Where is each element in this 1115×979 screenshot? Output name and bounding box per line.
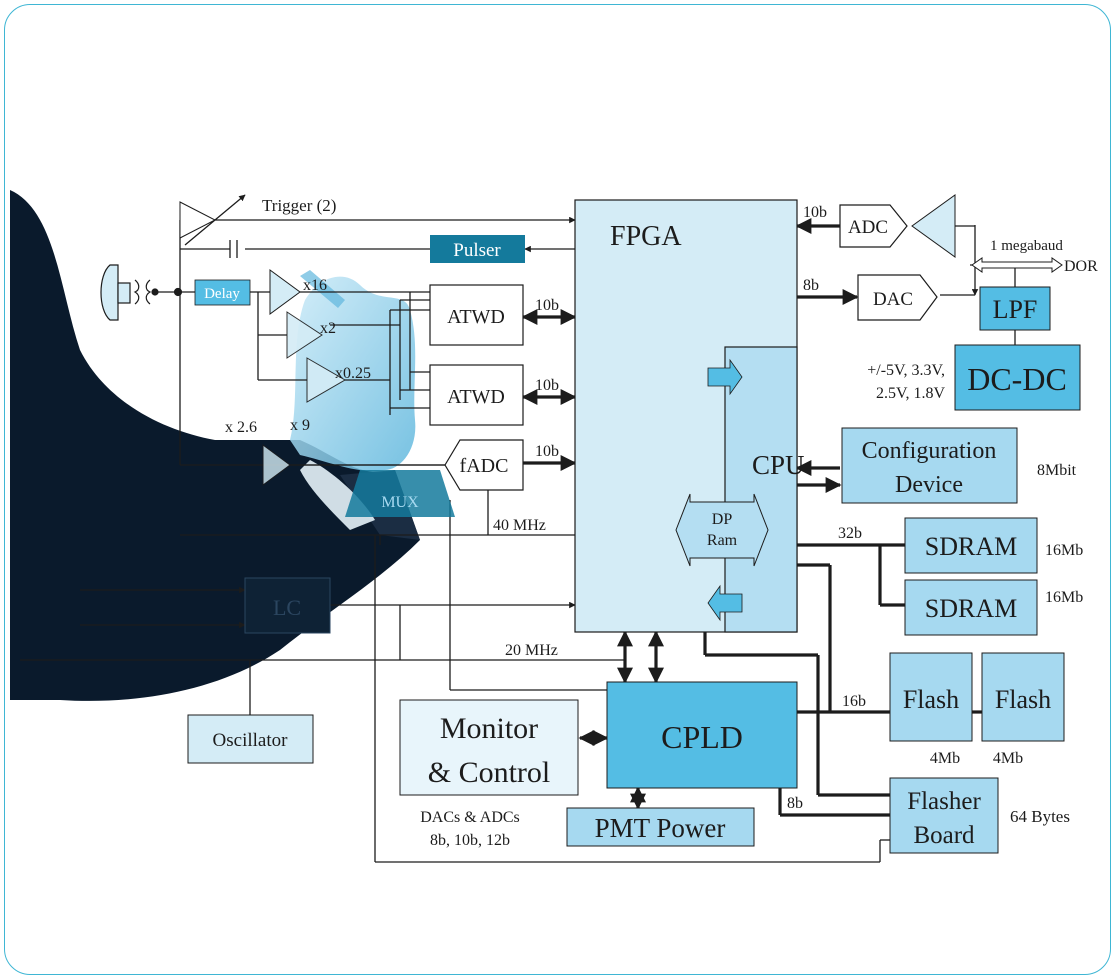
flasher-size-label: 64 Bytes	[1010, 807, 1070, 826]
bus-flash-label: 16b	[842, 693, 866, 710]
pulser-block	[430, 235, 525, 263]
atwd-1-label: ATWD	[447, 306, 505, 328]
sdram-size-2: 16Mb	[1045, 589, 1083, 606]
atwd-1-block	[429, 284, 524, 346]
lc-block	[244, 577, 331, 634]
dor-arrow	[971, 257, 1063, 273]
fpga-label: FPGA	[610, 221, 682, 252]
dacs-adcs-label-2: 8b, 10b, 12b	[430, 832, 510, 849]
sdram-size-1: 16Mb	[1045, 542, 1083, 559]
flasher-label-1: Flasher	[907, 788, 981, 815]
dcdc-label: DC-DC	[967, 361, 1067, 397]
dac-block	[857, 274, 938, 321]
person-illustration	[10, 190, 420, 701]
dp-ram-label-1: DP	[712, 511, 733, 528]
trigger-label: Trigger (2)	[262, 196, 336, 215]
flash-1-block	[889, 652, 973, 742]
dacs-adcs-label-1: DACs & ADCs	[420, 809, 520, 826]
clk-20-label: 20 MHz	[505, 642, 558, 659]
amp-x025	[306, 357, 346, 403]
flash-size-1: 4Mb	[930, 750, 960, 767]
pmt-icon	[100, 264, 183, 321]
amp-x2	[286, 311, 323, 359]
cpld-label: CPLD	[661, 719, 743, 755]
clk-40-label: 40 MHz	[493, 517, 546, 534]
dp-ram-block	[675, 493, 769, 567]
adc-label: ADC	[848, 217, 888, 238]
delay-label: Delay	[204, 286, 240, 302]
delay-block	[194, 279, 251, 306]
cpu-arrow-in	[707, 358, 743, 396]
flash-2-block	[981, 652, 1065, 742]
adc-block	[839, 204, 908, 248]
sdram-1-label: SDRAM	[925, 532, 1017, 561]
trigger-amp-icon	[179, 201, 217, 239]
sdram-2-label: SDRAM	[925, 594, 1017, 623]
bus-flasher-label: 8b	[787, 795, 803, 812]
mux-label: MUX	[381, 494, 419, 511]
data-buses	[521, 218, 982, 817]
bus-atwd1-label: 10b	[535, 297, 559, 314]
lc-label: LC	[273, 595, 301, 620]
monitor-label-2: & Control	[428, 756, 551, 789]
cpu-arrow-out	[707, 584, 743, 622]
bus-sdram-label: 32b	[838, 525, 862, 542]
cpld-block	[606, 681, 798, 789]
config-size-label: 8Mbit	[1037, 462, 1077, 479]
fadc-block	[444, 439, 524, 491]
sdram-2-block	[904, 579, 1038, 636]
block-diagram: FPGA CPU DP Ram Pulser Delay ATWD ATWD f…	[10, 190, 1098, 863]
flasher-board-block	[889, 777, 999, 854]
voltage-label-2: 2.5V, 1.8V	[876, 385, 945, 402]
signal-wires	[20, 216, 1016, 863]
config-label-1: Configuration	[862, 438, 997, 464]
bus-dac-label: 8b	[803, 277, 819, 294]
bus-atwd2-label: 10b	[535, 377, 559, 394]
dcdc-block	[954, 344, 1081, 411]
monitor-control-block	[399, 699, 579, 796]
monitor-label-1: Monitor	[440, 712, 538, 745]
mux-block	[345, 470, 455, 517]
lpf-label: LPF	[993, 295, 1038, 324]
diagram-frame: FPGA CPU DP Ram Pulser Delay ATWD ATWD f…	[4, 4, 1111, 975]
bus-adc-label: 10b	[803, 204, 827, 221]
gain-x9-label: x 9	[290, 417, 310, 434]
amp-x9	[262, 444, 291, 486]
oscillator-block	[187, 714, 314, 764]
dac-label: DAC	[873, 289, 913, 310]
megabaud-label: 1 megabaud	[990, 238, 1063, 254]
dp-ram-label-2: Ram	[707, 532, 738, 549]
gain-x025-label: x0.25	[335, 365, 371, 382]
pulser-label: Pulser	[453, 240, 501, 261]
dor-label: DOR	[1064, 258, 1098, 275]
sdram-1-block	[904, 517, 1038, 574]
bus-fadc-label: 10b	[535, 443, 559, 460]
flash-1-label: Flash	[903, 685, 959, 714]
atwd-2-block	[429, 364, 524, 426]
pmt-power-label: PMT Power	[595, 813, 726, 843]
voltage-label-1: +/-5V, 3.3V,	[867, 362, 945, 379]
cpu-block	[724, 346, 798, 633]
config-device-block	[841, 427, 1018, 504]
fadc-label: fADC	[460, 455, 509, 477]
flasher-label-2: Board	[913, 822, 975, 849]
atwd-2-label: ATWD	[447, 386, 505, 408]
amp-x16	[269, 269, 301, 315]
pmt-power-block	[566, 807, 755, 847]
flash-size-2: 4Mb	[993, 750, 1023, 767]
oscillator-label: Oscillator	[213, 730, 289, 751]
cpu-label: CPU	[752, 450, 805, 480]
adc-amp	[911, 194, 956, 258]
gain-x26-label: x 2.6	[225, 419, 257, 436]
gain-x16-label: x16	[303, 277, 327, 294]
flash-2-label: Flash	[995, 685, 1051, 714]
gain-x2-label: x2	[320, 320, 336, 337]
config-label-2: Device	[895, 472, 963, 498]
